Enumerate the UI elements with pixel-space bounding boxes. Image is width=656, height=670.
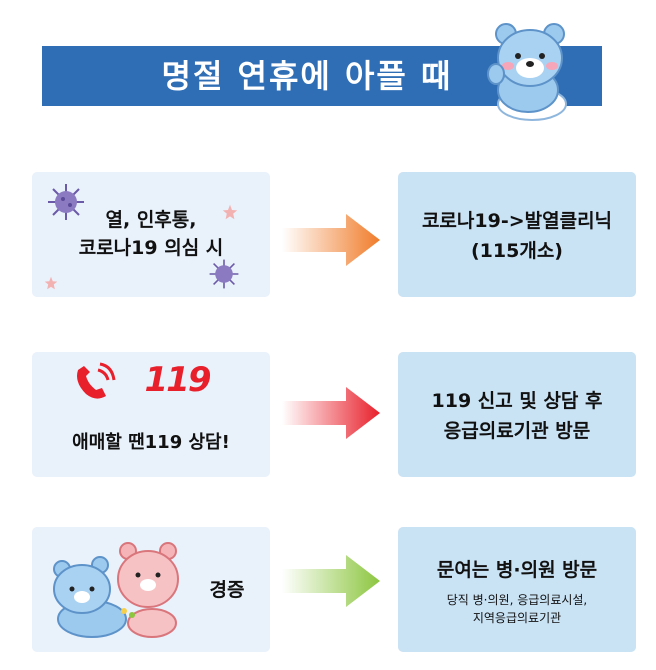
right-card-emergency: 119 신고 및 상담 후 응급의료기관 방문 [398, 352, 636, 477]
left-text-line1: 열, 인후통, [105, 209, 197, 231]
left-card-119: 119 애매할 땐119 상담! [32, 352, 270, 477]
left-text-line1: 애매할 땐119 상담! [72, 432, 230, 453]
right-text-line2: (115개소) [471, 240, 563, 262]
left-card-fever: 열, 인후통, 코로나19 의심 시 [32, 172, 270, 297]
right-card-clinic-visit: 문여는 병·의원 방문 당직 병·의원, 응급의료시설, 지역응급의료기관 [398, 527, 636, 652]
arrow-right-icon [282, 387, 380, 439]
left-text-line1: 경증 [209, 579, 245, 601]
flower-icon [44, 276, 58, 290]
virus-icon [209, 259, 239, 289]
banner-title: 명절 연휴에 아플 때 [161, 57, 453, 95]
right-text-line2: 당직 병·의원, 응급의료시설, [446, 593, 588, 607]
left-text-line2: 코로나19 의심 시 [78, 237, 224, 259]
phone-icon [77, 362, 116, 399]
right-card-clinic: 코로나19->발열클리닉 (115개소) [398, 172, 636, 297]
right-text-line1: 119 신고 및 상담 후 [431, 390, 603, 412]
mascot-bear-blue-icon [487, 23, 567, 121]
virus-icon [48, 184, 84, 220]
right-text-line2: 응급의료기관 방문 [443, 420, 591, 442]
right-text-line1: 문여는 병·의원 방문 [436, 559, 598, 581]
left-card-mild: 경증 [32, 527, 270, 652]
flower-icon [222, 204, 238, 220]
arrow-right-icon [282, 214, 380, 266]
right-text-line3: 지역응급의료기관 [472, 611, 562, 625]
mascot-bears-icon [53, 542, 179, 638]
arrow-right-icon [282, 555, 380, 607]
badge-119: 119 [144, 360, 212, 400]
right-text-line1: 코로나19->발열클리닉 [421, 210, 613, 232]
